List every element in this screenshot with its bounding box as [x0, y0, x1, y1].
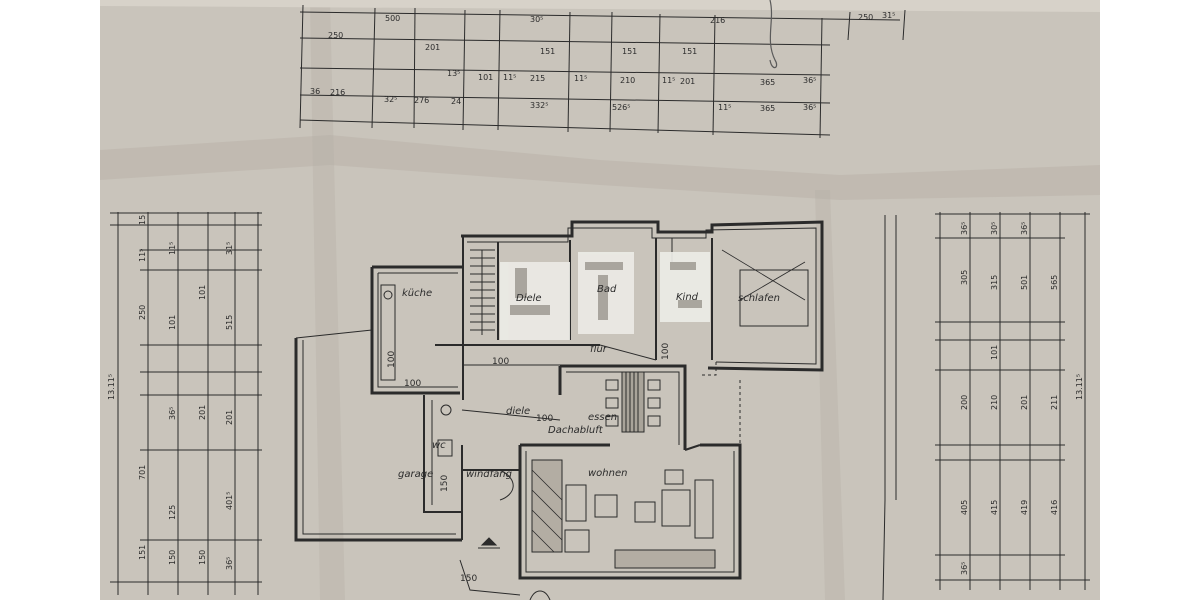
right-dim-label: 565	[1050, 275, 1059, 290]
right-dim-label: 415	[990, 500, 999, 515]
top-dim-label: 11⁵	[718, 103, 731, 112]
left-dim-label: 31⁵	[225, 242, 234, 255]
room-label-wc: wc	[432, 440, 446, 451]
left-dim-total: 13.11⁵	[107, 374, 116, 400]
left-dim-label: 150	[168, 550, 177, 565]
left-dim-label: 36⁵	[225, 557, 234, 570]
top-dim-label: 101	[478, 73, 493, 82]
left-dimension-chains	[110, 212, 262, 595]
annotation: 100	[492, 357, 509, 367]
left-dim-label: 201	[198, 405, 207, 420]
left-dim-label: 11⁵	[138, 249, 147, 262]
left-dim-label: 15	[138, 215, 147, 225]
top-dim-label: 13⁵	[447, 69, 460, 78]
right-dim-label: 201	[1020, 395, 1029, 410]
right-dim-label: 36⁵	[960, 562, 969, 575]
left-dim-label: 150	[198, 550, 207, 565]
top-dim-label: 31⁵	[882, 11, 895, 20]
top-dim-label: 365	[760, 78, 775, 87]
left-dim-label: 101	[168, 315, 177, 330]
right-dim-total: 13.11⁵	[1075, 374, 1084, 400]
room-label-flur: flur	[590, 344, 608, 355]
right-dim-label: 405	[960, 500, 969, 515]
top-dim-label: 210	[620, 76, 635, 85]
annotation: 150	[440, 475, 450, 492]
room-label-essen: essen	[588, 412, 617, 423]
right-dim-label: 36⁵	[1020, 222, 1029, 235]
patch-marks	[510, 262, 702, 320]
top-dim-label: 526⁵	[612, 103, 630, 112]
room-label-schlafen: schlafen	[738, 293, 780, 304]
top-dim-label: 36	[310, 87, 320, 96]
room-label-diele2: diele	[506, 406, 530, 417]
plan-annotations: 100 100 100 100 100 150 150	[387, 343, 671, 584]
annotation: 100	[387, 351, 397, 368]
top-dim-label: 276	[414, 96, 429, 105]
left-dim-label: 401⁵	[225, 492, 234, 510]
annotation: 100	[404, 379, 421, 389]
right-dim-label: 200	[960, 395, 969, 410]
top-dim-label: 216	[330, 88, 345, 97]
top-dim-label: 365	[760, 104, 775, 113]
top-dim-label: 215	[530, 74, 545, 83]
right-dimension-labels: 13.11⁵ 36⁵ 305 200 405 36⁵ 30⁵ 315 101 2…	[960, 222, 1084, 575]
right-dim-label: 419	[1020, 500, 1029, 515]
left-dim-label: 201	[225, 410, 234, 425]
top-dim-label: 332⁵	[530, 101, 548, 110]
room-label-dachabluft: Dachabluft	[548, 425, 604, 436]
right-dim-label: 36⁵	[960, 222, 969, 235]
room-label-windfang: windfang	[466, 469, 512, 480]
room-label-kind: Kind	[676, 292, 699, 303]
right-dim-label: 210	[990, 395, 999, 410]
top-dimension-labels: 500 30⁵ 216 250 31⁵ 250 201 151 151 151 …	[310, 11, 895, 113]
left-dim-label: 515	[225, 315, 234, 330]
left-dim-label: 101	[198, 285, 207, 300]
left-dimension-labels: 13.11⁵ 15 11⁵ 250 101 701 151 11⁵ 36⁵ 12…	[107, 215, 234, 570]
top-dim-label: 30⁵	[530, 15, 543, 24]
top-dim-label: 36⁵	[803, 103, 816, 112]
top-dim-label: 201	[425, 43, 440, 52]
left-dim-label: 250	[138, 305, 147, 320]
top-dim-label: 32⁵	[384, 95, 397, 104]
annotation: 100	[536, 414, 553, 424]
right-dimension-chains	[882, 212, 1090, 600]
left-dim-label: 125	[168, 505, 177, 520]
top-dim-label: 11⁵	[503, 73, 516, 82]
room-label-garage: garage	[398, 469, 433, 480]
top-dim-label: 151	[540, 47, 555, 56]
left-dim-label: 701	[138, 465, 147, 480]
right-dim-label: 305	[960, 270, 969, 285]
right-dim-label: 101	[990, 345, 999, 360]
top-dim-label: 24	[451, 97, 461, 106]
room-label-bad: Bad	[597, 284, 617, 295]
room-label-diele: Diele	[516, 293, 542, 304]
top-dimension-chain	[299, 4, 906, 139]
right-dim-label: 211	[1050, 395, 1059, 410]
right-dim-label: 501	[1020, 275, 1029, 290]
right-dim-label: 315	[990, 275, 999, 290]
top-dim-label: 216	[710, 16, 725, 25]
left-dim-label: 36⁵	[168, 407, 177, 420]
top-dim-label: 11⁵	[574, 74, 587, 83]
right-dim-label: 30⁵	[990, 222, 999, 235]
room-label-kueche: küche	[402, 288, 432, 299]
room-labels: küche Diele Bad Kind schlafen flur diele…	[398, 284, 780, 480]
top-dim-label: 250	[328, 31, 343, 40]
top-dim-label: 250	[858, 13, 873, 22]
left-dim-label: 151	[138, 545, 147, 560]
top-dim-label: 36⁵	[803, 76, 816, 85]
annotation: 100	[661, 343, 671, 360]
annotation: 150	[460, 574, 477, 584]
room-label-wohnen: wohnen	[588, 468, 627, 479]
top-dim-label: 11⁵	[662, 76, 675, 85]
top-dim-label: 151	[682, 47, 697, 56]
left-dim-label: 11⁵	[168, 242, 177, 255]
top-dim-label: 201	[680, 77, 695, 86]
top-dim-label: 151	[622, 47, 637, 56]
pencil-mark	[769, 0, 778, 69]
top-dim-label: 500	[385, 14, 400, 23]
right-dim-label: 416	[1050, 500, 1059, 515]
floor-plan	[294, 220, 824, 600]
